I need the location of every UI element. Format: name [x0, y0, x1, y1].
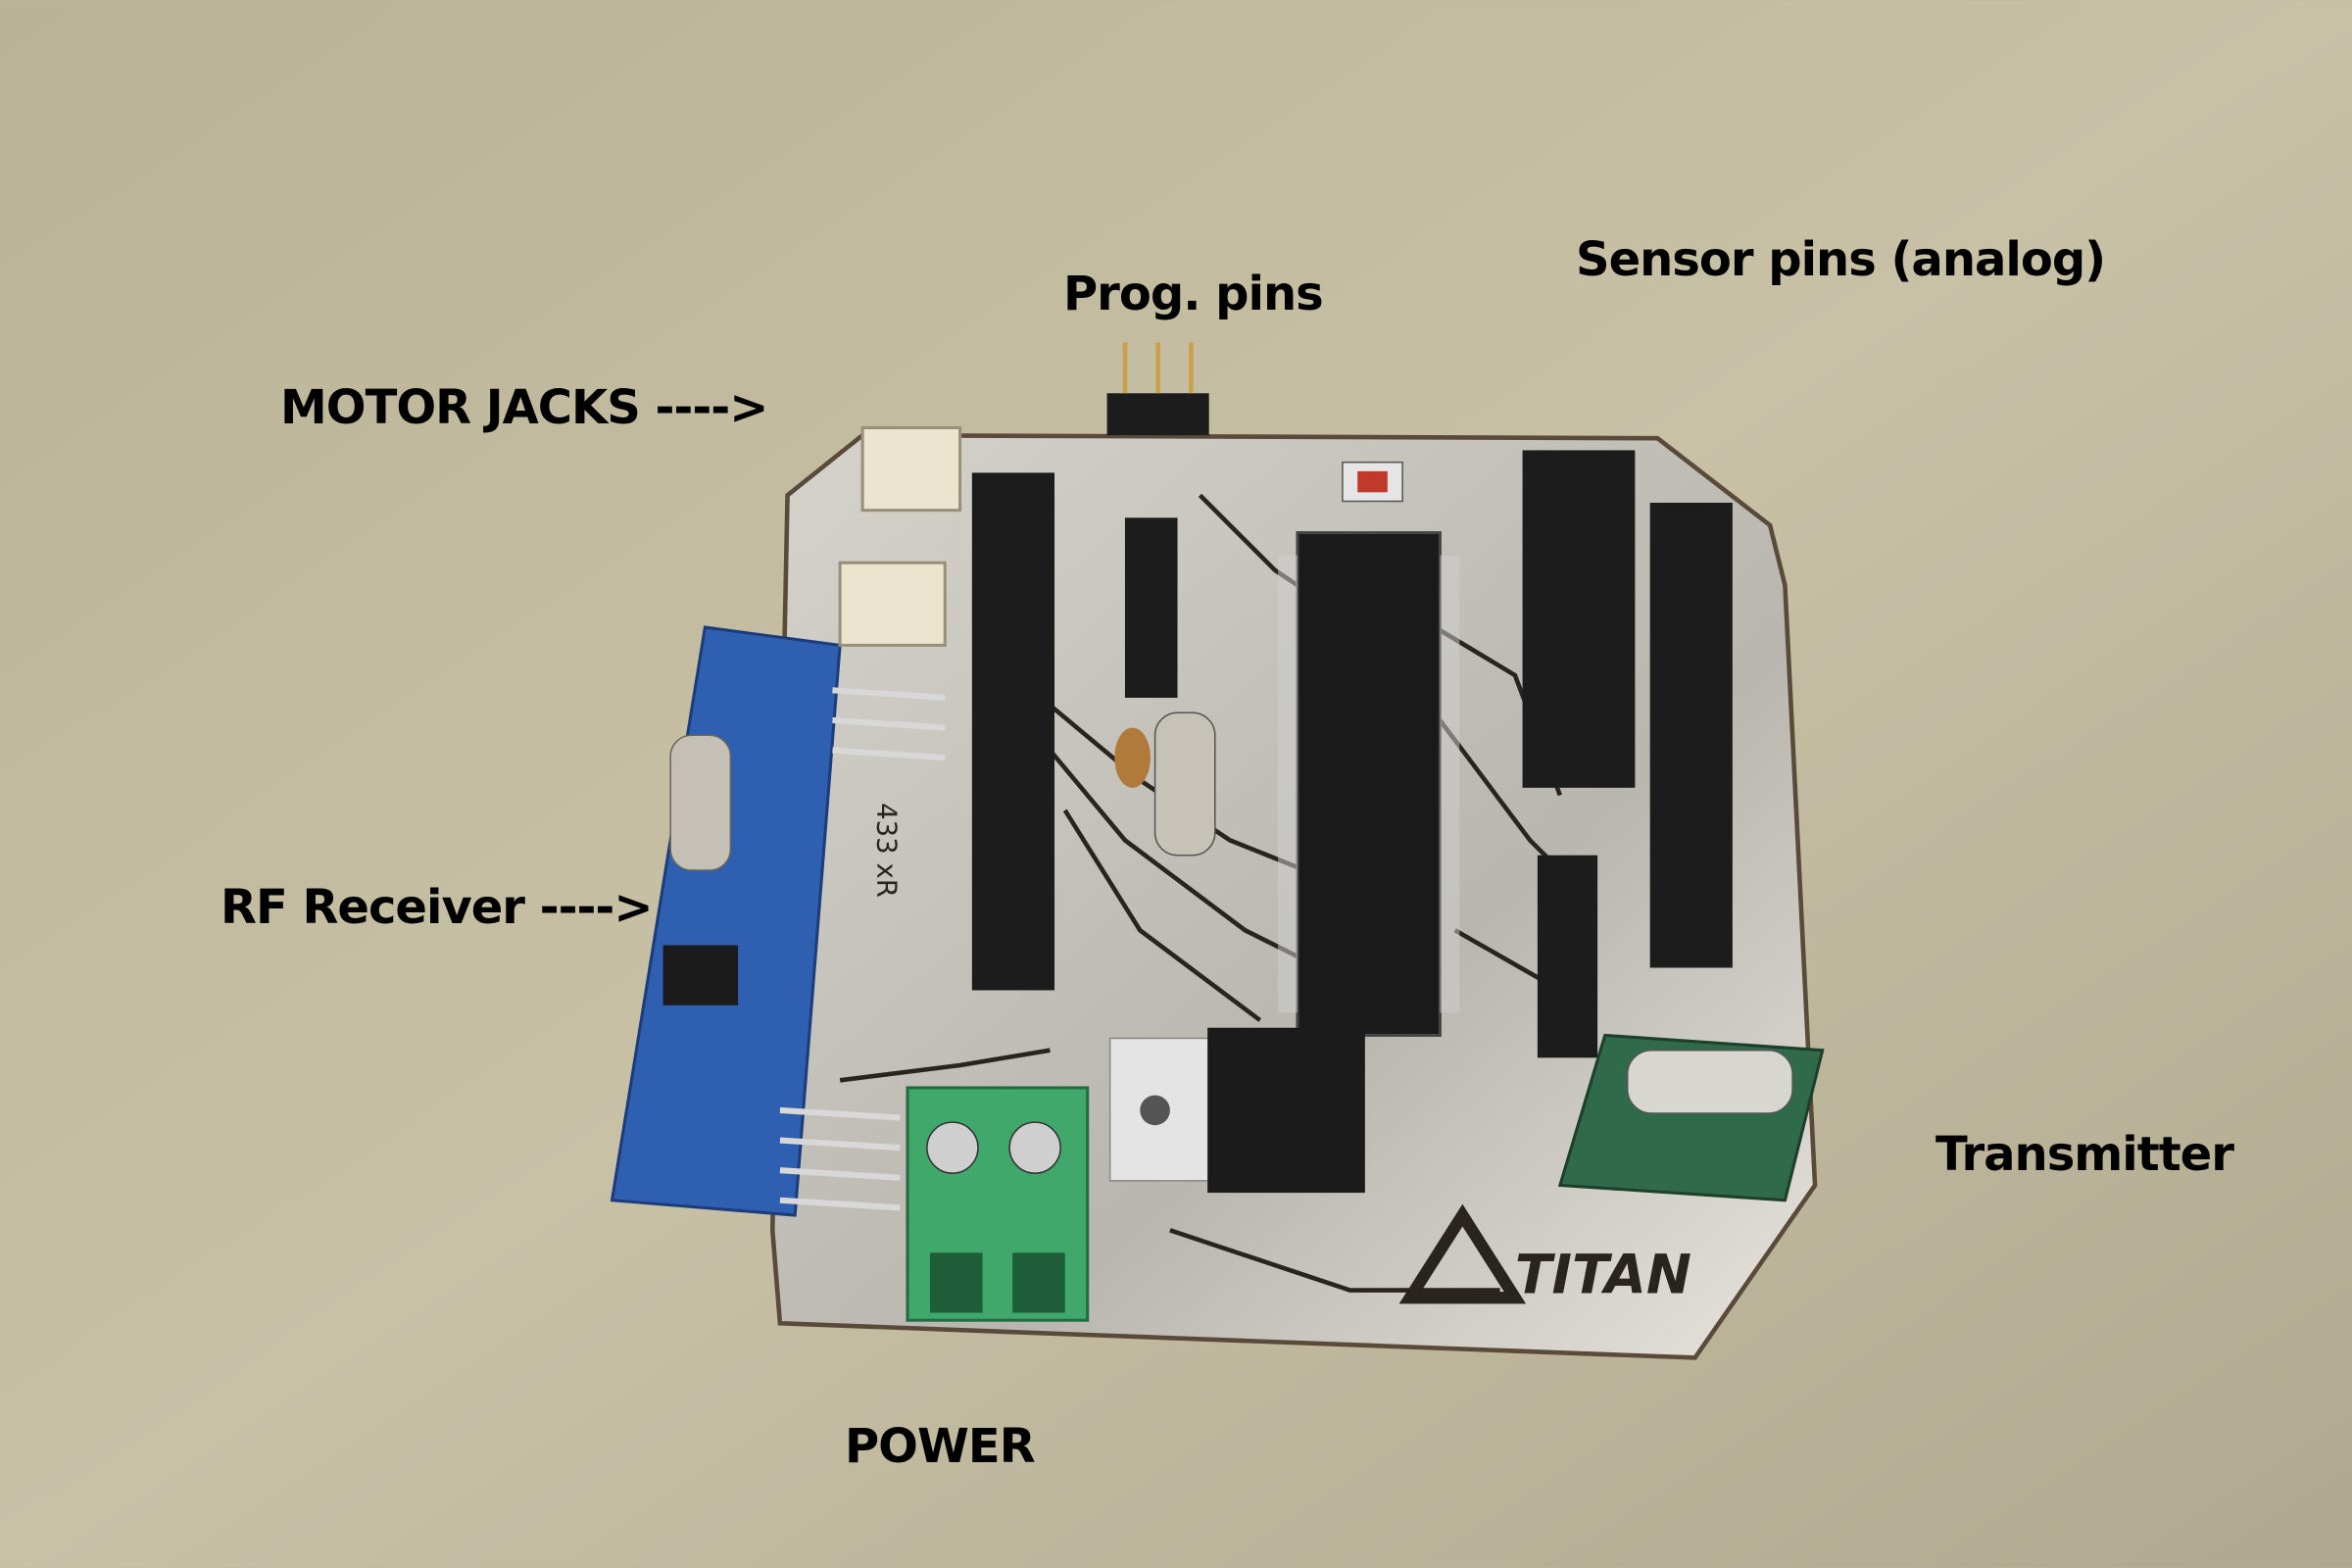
motor-jack-2: [838, 561, 947, 647]
titan-logo-triangle: [1398, 1203, 1527, 1304]
transmitter-crystal: [1626, 1049, 1793, 1114]
label-transmitter: Transmitter: [1936, 1127, 2234, 1182]
voltage-regulator: [1207, 1027, 1365, 1194]
rf-pins: [779, 687, 946, 1211]
chip-pins: [1278, 555, 1460, 1013]
label-rf-receiver: RF Receiver ---->: [220, 880, 654, 935]
motor-jack-1: [860, 425, 962, 513]
terminal-screw-1: [926, 1121, 979, 1174]
label-power: POWER: [845, 1419, 1036, 1474]
regulator-hole: [1140, 1095, 1170, 1126]
terminal-socket-2: [1012, 1252, 1065, 1313]
prog-pin-header: [1106, 393, 1209, 436]
rf-receiver-module: [610, 625, 842, 1217]
microcontroller-chip: [1296, 531, 1442, 1037]
terminal-socket-1: [929, 1252, 983, 1313]
reset-button-cap: [1357, 470, 1388, 493]
female-header-left: [971, 472, 1055, 991]
header-lower-right: [1537, 855, 1598, 1058]
capacitor: [1114, 727, 1151, 788]
sensor-pin-header: [1522, 450, 1636, 788]
terminal-screw-2: [1008, 1121, 1061, 1174]
crystal: [1153, 711, 1216, 857]
prog-pins-gold: [1122, 342, 1194, 394]
label-motor-jacks: MOTOR JACKS ---->: [280, 380, 768, 435]
titan-logo: TITAN: [1515, 1244, 1691, 1306]
rf-chip: [662, 945, 739, 1005]
rf-module-marking: 433 xR: [870, 803, 902, 898]
female-header-right: [1649, 503, 1733, 968]
rf-crystal: [669, 734, 732, 871]
header-middle: [1124, 517, 1178, 698]
label-prog-pins: Prog. pins: [1063, 267, 1324, 321]
label-sensor-pins: Sensor pins (analog): [1576, 232, 2106, 287]
